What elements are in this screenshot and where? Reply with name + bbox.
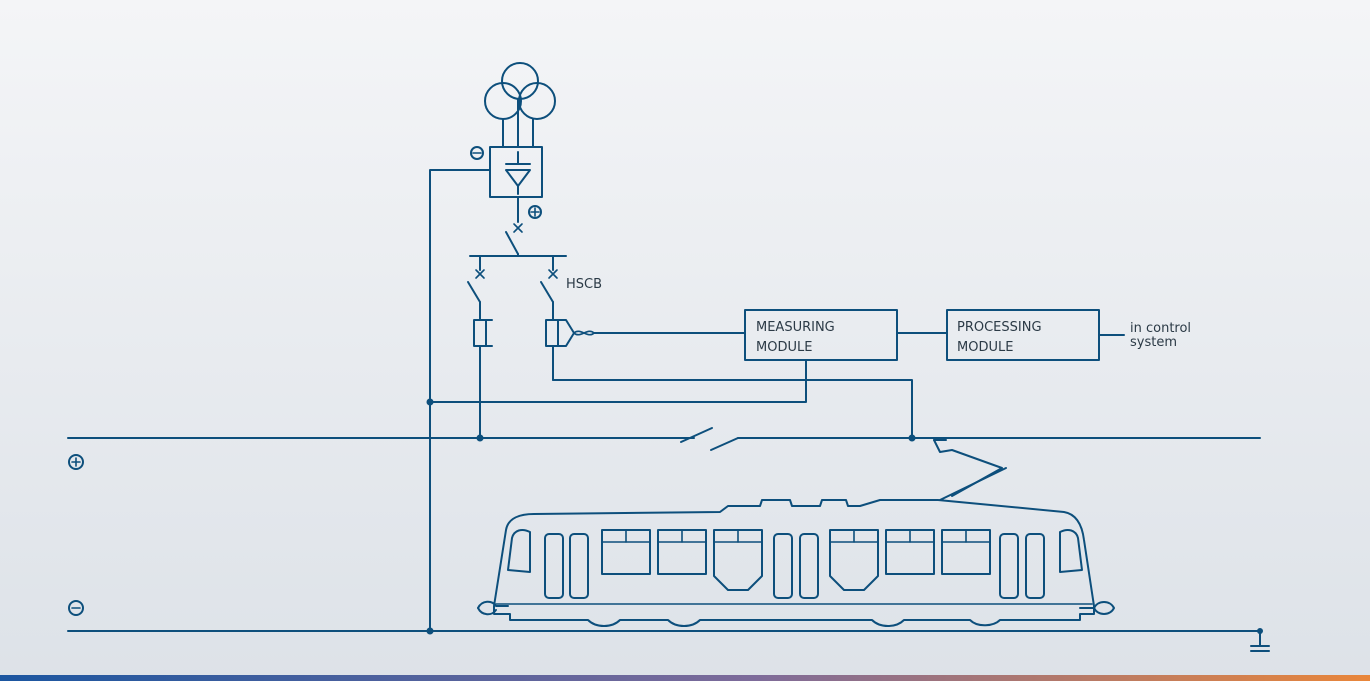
left-feeder-breaker: [467, 255, 493, 442]
minus-line-symbol: [68, 600, 84, 616]
processing-module-label-line2: MODULE: [957, 340, 1013, 355]
plus-line-symbol: [68, 454, 84, 470]
control-system-label-line1: in control: [1130, 321, 1191, 336]
control-system-label-line2: system: [1130, 335, 1177, 350]
pantograph: [933, 439, 1007, 501]
hscb-label: HSCB: [566, 277, 602, 292]
tram-icon: [477, 499, 1115, 627]
ground-icon: [1250, 630, 1270, 652]
measuring-module-label-line2: MODULE: [756, 340, 812, 355]
rectifier-icon: [489, 146, 543, 198]
main-disconnector: [469, 196, 567, 257]
measuring-module: MEASURING MODULE: [429, 309, 898, 403]
transformer-icon: [484, 62, 556, 148]
positive-overhead-line: [67, 427, 1261, 451]
processing-module: PROCESSING MODULE in control system: [946, 309, 1191, 361]
hscb-breaker: HSCB: [540, 255, 916, 442]
negative-rail-line: [67, 628, 1263, 634]
sensor-cable: [573, 330, 746, 336]
measuring-module-label-line1: MEASURING: [756, 320, 835, 335]
plus-pole-symbol: [528, 205, 542, 219]
processing-module-label-line1: PROCESSING: [957, 320, 1042, 335]
brand-color-bar: [0, 675, 1370, 681]
minus-pole-symbol: [470, 146, 484, 160]
